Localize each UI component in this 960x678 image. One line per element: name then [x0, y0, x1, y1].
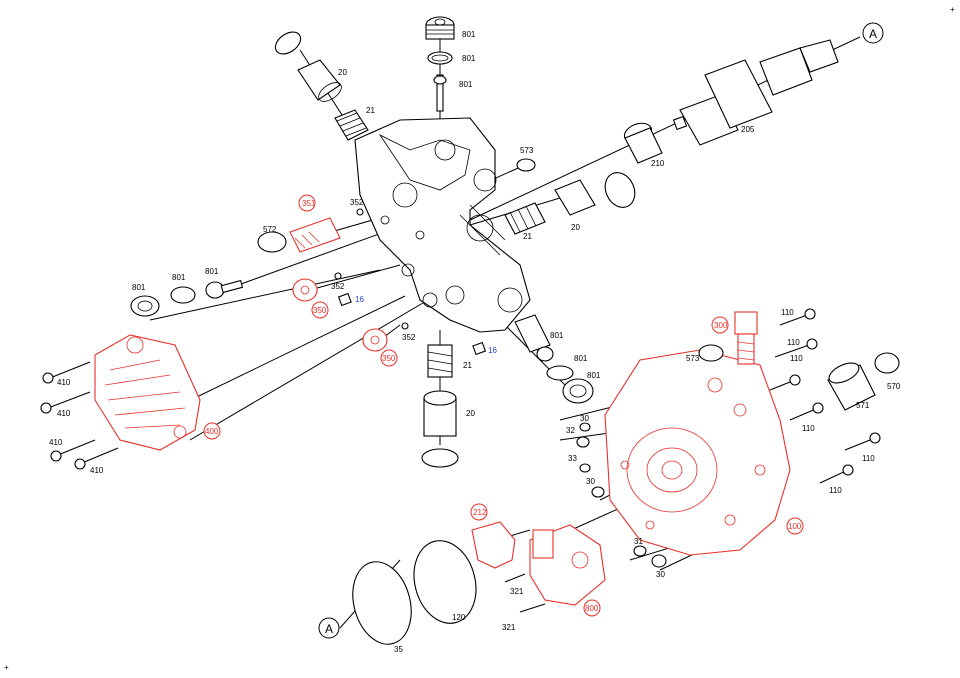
label-350: 350	[313, 306, 327, 315]
label-350: 350	[382, 354, 396, 363]
label-352: 352	[402, 333, 416, 342]
screw-321-a	[504, 573, 526, 583]
plus-marker-bottom-left: +	[4, 663, 9, 672]
label-410: 410	[90, 466, 104, 475]
label-205: 205	[741, 125, 755, 134]
valve-350-a	[292, 278, 318, 302]
cover-400	[94, 334, 201, 451]
label-21: 21	[463, 361, 472, 370]
label-410: 410	[57, 409, 71, 418]
label-110: 110	[829, 486, 842, 495]
part-labels: 801 801 801 20 21 573 210 205 21 20 351 …	[4, 5, 955, 672]
label-321: 321	[510, 587, 524, 596]
left-plug-801	[130, 279, 244, 317]
label-410: 410	[57, 378, 71, 387]
pump-housing	[354, 117, 531, 333]
ref-a-bottom-circle	[318, 617, 340, 639]
label-31: 31	[634, 537, 643, 546]
label-100: 100	[788, 522, 802, 531]
label-16: 16	[355, 295, 364, 304]
label-120: 120	[452, 613, 466, 622]
right-plug-801	[514, 314, 594, 404]
label-801: 801	[462, 54, 476, 63]
label-110: 110	[790, 354, 803, 363]
label-30: 30	[586, 477, 595, 486]
label-321: 321	[502, 623, 516, 632]
bolts-110	[769, 308, 881, 484]
mid-spring-21-piston-20	[421, 344, 459, 468]
label-352: 352	[331, 282, 345, 291]
label-20: 20	[466, 409, 475, 418]
ring-120	[413, 540, 477, 624]
label-30: 30	[656, 570, 665, 579]
ref-a-top-letter: A	[869, 27, 877, 41]
screw-16-a	[337, 292, 352, 307]
label-801: 801	[462, 30, 476, 39]
screw-16-b	[472, 341, 487, 356]
ref-a-top-circle	[862, 22, 884, 44]
oring-30-c	[651, 554, 667, 568]
label-801: 801	[550, 331, 564, 340]
label-212: 212	[473, 508, 487, 517]
pump-body-100	[604, 349, 791, 556]
label-400: 400	[205, 427, 219, 436]
label-572: 572	[263, 225, 277, 234]
gasket-212	[471, 521, 516, 569]
seal-573-top	[516, 158, 536, 172]
ball-352-c	[401, 322, 409, 330]
seal-573-right	[698, 344, 724, 362]
label-110: 110	[802, 424, 815, 433]
label-800: 800	[585, 604, 599, 613]
label-35: 35	[394, 645, 403, 654]
label-300: 300	[714, 321, 728, 330]
top-piston-20-spring-21	[274, 31, 369, 141]
label-571: 571	[856, 401, 870, 410]
label-801: 801	[132, 283, 146, 292]
label-801: 801	[459, 80, 473, 89]
screw-321-b	[519, 603, 546, 613]
label-573: 573	[686, 354, 700, 363]
label-110: 110	[781, 308, 794, 317]
label-801: 801	[574, 354, 588, 363]
oring-31	[633, 545, 647, 557]
orings-30-32-33	[576, 422, 605, 498]
label-410: 410	[49, 438, 63, 447]
top-plug-801	[425, 16, 455, 112]
metering-valve-800	[529, 524, 606, 606]
cup-571	[827, 362, 876, 411]
label-110: 110	[862, 454, 875, 463]
label-20: 20	[338, 68, 347, 77]
ring-570	[874, 352, 900, 374]
label-110: 110	[787, 338, 800, 347]
label-801: 801	[205, 267, 219, 276]
label-570: 570	[887, 382, 901, 391]
drive-shaft-205	[672, 39, 839, 146]
ball-352-b	[334, 272, 342, 280]
valve-351	[289, 208, 364, 253]
label-16: 16	[488, 346, 497, 355]
valve-350-b	[362, 328, 388, 352]
label-30: 30	[580, 414, 589, 423]
screws-410	[40, 361, 119, 470]
label-32: 32	[566, 426, 575, 435]
label-20: 20	[571, 223, 580, 232]
plus-marker-top-right: +	[950, 5, 955, 14]
label-801: 801	[172, 273, 186, 282]
label-352: 352	[350, 198, 364, 207]
label-801: 801	[587, 371, 601, 380]
cap-572	[257, 231, 287, 253]
label-21: 21	[366, 106, 375, 115]
label-351: 351	[302, 199, 316, 208]
ref-a-bottom-letter: A	[325, 622, 333, 636]
label-21: 21	[523, 232, 532, 241]
label-573: 573	[520, 146, 534, 155]
label-210: 210	[651, 159, 665, 168]
fitting-300	[734, 311, 758, 365]
label-33: 33	[568, 454, 577, 463]
bushing-210	[623, 122, 663, 164]
ring-35	[352, 561, 412, 645]
right-piston-20-spring-21	[504, 172, 636, 235]
